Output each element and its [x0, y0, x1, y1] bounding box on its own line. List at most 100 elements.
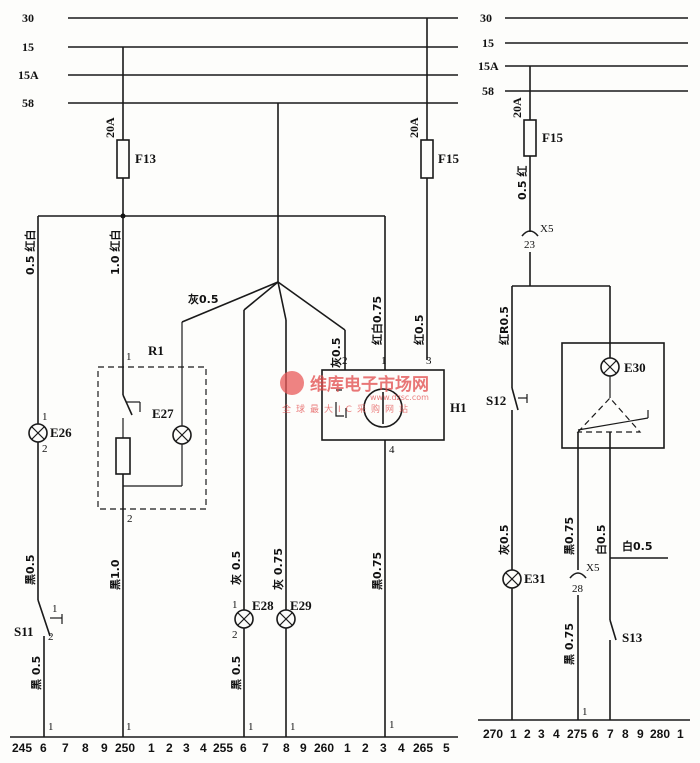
svg-text:15: 15 — [482, 36, 494, 50]
svg-text:1: 1 — [126, 351, 132, 363]
grey-wire-group: 灰0.5 灰0.5 — [181, 103, 346, 610]
svg-text:58: 58 — [482, 84, 494, 98]
watermark-url: www.dzsc.com — [370, 393, 429, 402]
wire-black-05-a: 黑0.5 — [24, 555, 37, 586]
svg-text:3: 3 — [426, 355, 432, 367]
wire-grey-075: 灰 0.75 — [271, 548, 285, 590]
svg-text:245: 245 — [12, 741, 32, 755]
svg-text:4: 4 — [553, 727, 560, 741]
fuse-f13: 20A F13 — [103, 47, 156, 216]
wire-white-05-b: 白0.5 — [622, 539, 653, 553]
svg-text:265: 265 — [413, 741, 433, 755]
svg-text:2: 2 — [127, 513, 133, 525]
e29-label: E29 — [290, 598, 312, 613]
footer-left: 245 6 7 8 9 250 1 2 3 4 255 6 7 8 9 260 … — [10, 736, 458, 755]
svg-text:6: 6 — [40, 741, 47, 755]
svg-text:280: 280 — [650, 727, 670, 741]
e30-box: E30 — [561, 286, 665, 620]
x5-label-bottom: X5 — [586, 562, 600, 574]
svg-text:1: 1 — [344, 741, 351, 755]
svg-text:250: 250 — [115, 741, 135, 755]
svg-text:9: 9 — [101, 741, 108, 755]
svg-text:275: 275 — [567, 727, 587, 741]
svg-text:3: 3 — [183, 741, 190, 755]
wire-05-red-white: 0.5 红白 — [23, 230, 37, 275]
s12-label: S12 — [486, 393, 506, 408]
wire-red-r05: 红R0.5 — [497, 306, 511, 345]
bus-label-15a: 15A — [18, 68, 39, 82]
x5-label-top: X5 — [540, 223, 554, 235]
svg-text:2: 2 — [362, 741, 369, 755]
fuse-f15-left: 20A F15 — [407, 18, 459, 360]
bus-lines-right: 30 15 15A 58 — [478, 11, 688, 98]
svg-text:4: 4 — [398, 741, 405, 755]
wire-black-075-b: 黑0.75 — [563, 517, 576, 555]
f15-left-rating: 20A — [407, 117, 421, 138]
svg-text:1: 1 — [48, 721, 54, 733]
svg-text:3: 3 — [380, 741, 387, 755]
svg-text:255: 255 — [213, 741, 233, 755]
svg-text:2: 2 — [166, 741, 173, 755]
footer-right: 270 1 2 3 4 275 6 7 8 9 280 1 — [478, 719, 690, 741]
watermark-brand: 维库电子市场网 — [310, 374, 429, 395]
watermark-logo: 维库电子市场网 全球最大IC采购网站 www.dzsc.com — [280, 371, 429, 415]
svg-text:8: 8 — [283, 741, 290, 755]
svg-text:6: 6 — [240, 741, 247, 755]
svg-text:1: 1 — [42, 411, 48, 423]
wire-grey-05-a: 灰0.5 — [188, 292, 219, 306]
wire-grey-05-b: 灰0.5 — [329, 338, 343, 369]
s11-label: S11 — [14, 624, 34, 639]
branch-e26: 0.5 红白 1 E26 2 黑0.5 1 2 S11 黑 0.5 1 — [14, 216, 72, 737]
svg-text:4: 4 — [389, 444, 395, 456]
svg-text:2: 2 — [524, 727, 531, 741]
bus-label-15: 15 — [22, 40, 34, 54]
f13-label: F13 — [135, 151, 156, 166]
svg-text:1: 1 — [52, 603, 58, 615]
svg-text:2: 2 — [232, 629, 238, 641]
svg-text:1: 1 — [510, 727, 517, 741]
svg-text:1: 1 — [582, 706, 588, 718]
h1-label: H1 — [450, 400, 467, 415]
svg-text:2: 2 — [48, 631, 54, 643]
branch-s13: 黑0.75 白0.5 白0.5 X5 28 黑 0.75 1 S13 — [563, 517, 668, 720]
svg-text:5: 5 — [443, 741, 450, 755]
svg-text:270: 270 — [483, 727, 503, 741]
bus-lines-left: 30 15 15A 58 — [18, 11, 458, 110]
svg-text:1: 1 — [126, 721, 132, 733]
wire-black-075-a: 黑0.75 — [371, 552, 384, 590]
svg-text:9: 9 — [300, 741, 307, 755]
s13-label: S13 — [622, 630, 643, 645]
svg-text:3: 3 — [538, 727, 545, 741]
wire-10-red-white: 1.0 红白 — [108, 230, 122, 275]
bus-label-30: 30 — [22, 11, 34, 25]
branch-r1: 1.0 红白 1 R1 E27 2 黑1.0 1 — [97, 216, 207, 737]
svg-text:7: 7 — [62, 741, 69, 755]
bus-label-58: 58 — [22, 96, 34, 110]
watermark-slogan: 全球最大IC采购网站 — [282, 403, 413, 415]
svg-text:20A: 20A — [510, 97, 524, 118]
wire-black-075-c: 黑 0.75 — [563, 623, 576, 665]
svg-text:23: 23 — [524, 239, 536, 251]
wire-grey-05-c: 灰 0.5 — [229, 551, 243, 585]
e30-label: E30 — [624, 360, 646, 375]
svg-text:28: 28 — [572, 583, 584, 595]
wire-red-white-075: 红白0.75 — [370, 296, 384, 345]
lamp-e28-e29: 灰 0.5 灰 0.75 1 2 E28 E29 黑 0.5 1 1 — [229, 548, 312, 737]
e28-label: E28 — [252, 598, 274, 613]
e27-label: E27 — [152, 406, 174, 421]
svg-text:260: 260 — [314, 741, 334, 755]
branch-s12-e31: 红R0.5 S12 灰0.5 E31 — [486, 286, 546, 720]
wire-grey-05-d: 灰0.5 — [497, 525, 511, 556]
svg-text:1: 1 — [290, 721, 296, 733]
svg-text:1: 1 — [248, 721, 254, 733]
h1-unit: 2 1 3 H1 4 黑0.75 1 — [321, 355, 467, 737]
svg-text:6: 6 — [592, 727, 599, 741]
wire-black-10: 黑1.0 — [109, 559, 122, 590]
r1-label: R1 — [148, 343, 164, 358]
svg-text:1: 1 — [232, 599, 238, 611]
svg-text:4: 4 — [200, 741, 207, 755]
svg-text:1: 1 — [389, 719, 395, 731]
svg-text:F15: F15 — [542, 130, 563, 145]
